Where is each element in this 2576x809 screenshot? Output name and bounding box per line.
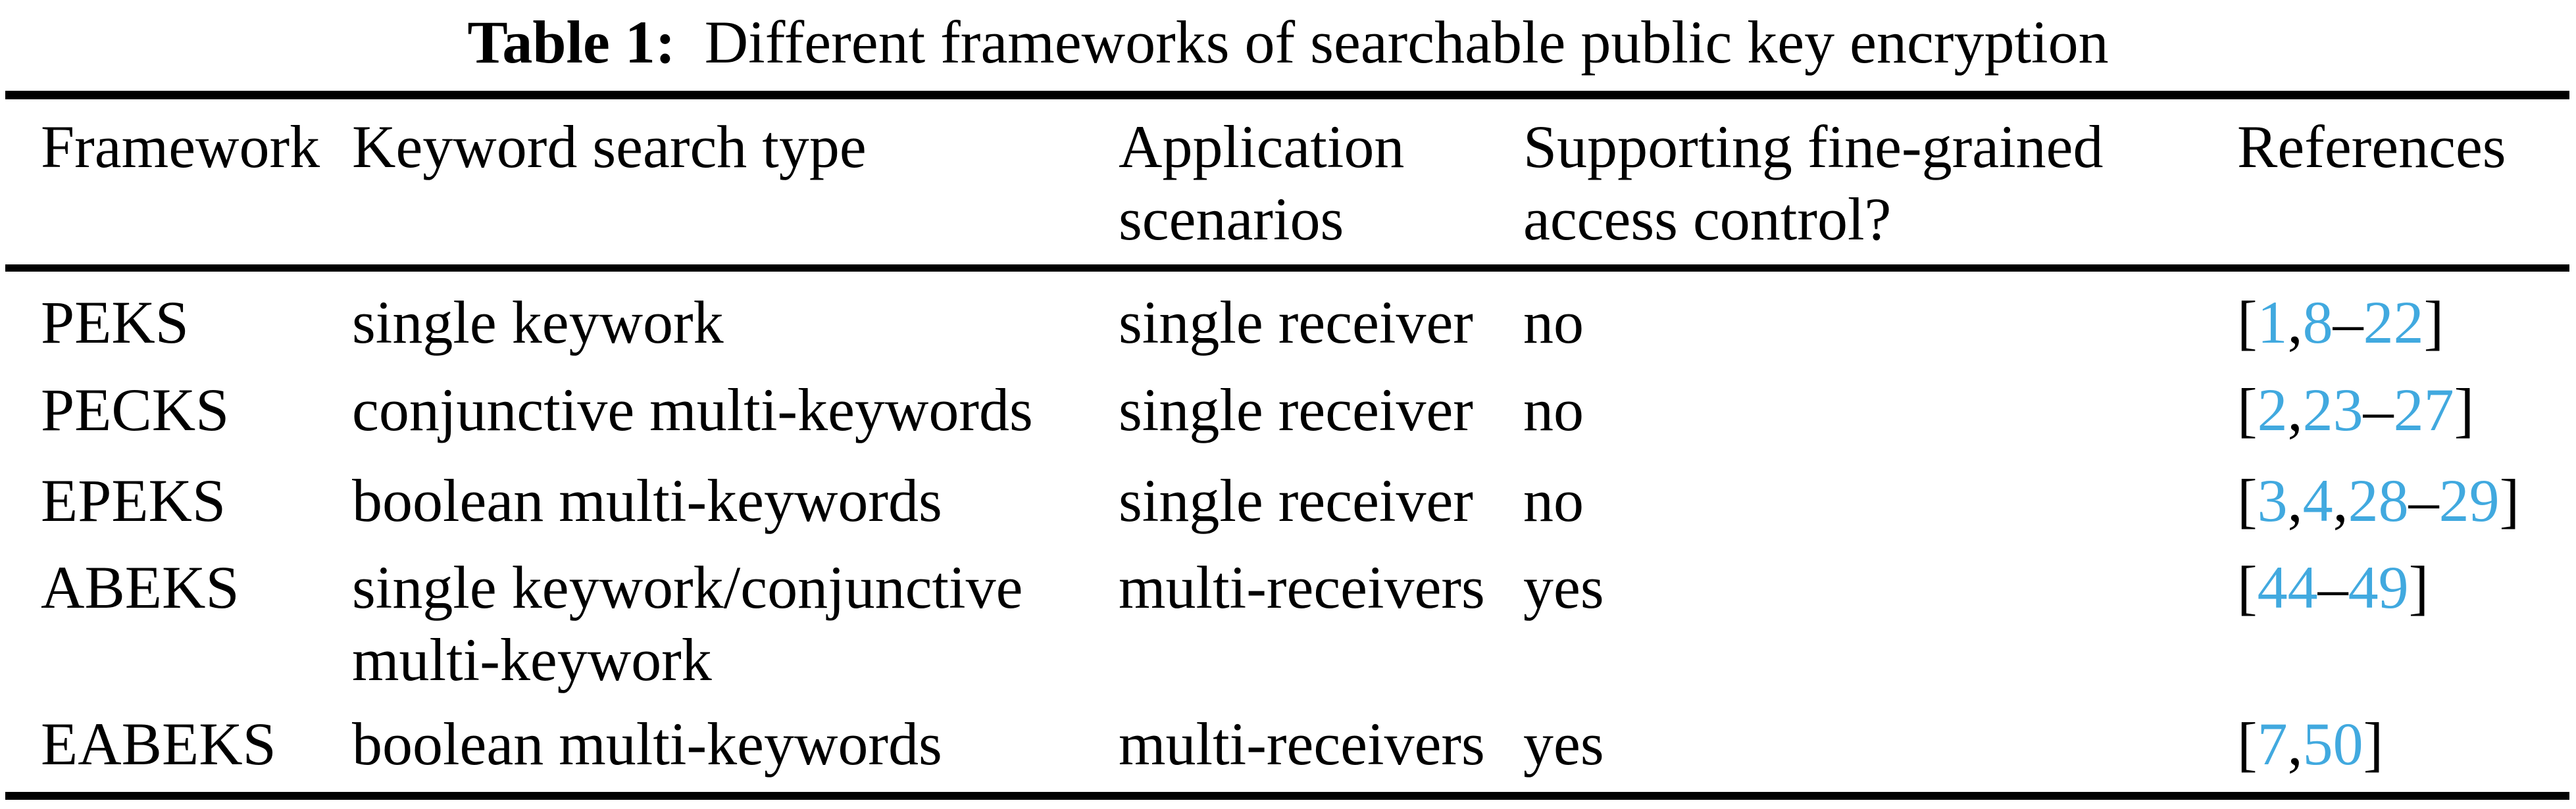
- reference-punctuation: [: [2237, 710, 2258, 777]
- reference-link[interactable]: 22: [2363, 289, 2424, 356]
- cell-keyword-search-type: single keywork: [352, 289, 724, 356]
- cell-access-control: yes: [1523, 710, 1604, 777]
- col-header-references: References: [2237, 113, 2506, 180]
- col-header-framework: Framework: [41, 113, 320, 180]
- reference-punctuation: [: [2237, 376, 2258, 443]
- cell-application-scenarios: single receiver: [1119, 467, 1473, 534]
- cell-framework: PEKS: [41, 289, 189, 356]
- table-caption-label: Table 1:: [467, 9, 676, 76]
- cell-keyword-search-type: conjunctive multi-keywords: [352, 376, 1033, 443]
- cell-references: [7,50]: [2237, 708, 2383, 780]
- cell-keyword-search-type: boolean multi-keywords: [352, 710, 942, 777]
- col-header-application-scenarios: Application scenarios: [1119, 113, 1405, 253]
- reference-punctuation: [: [2237, 467, 2258, 534]
- reference-punctuation: ,: [2287, 467, 2303, 534]
- reference-link[interactable]: 8: [2302, 289, 2333, 356]
- reference-punctuation: –: [2363, 376, 2394, 443]
- cell-references: [1,8–22]: [2237, 286, 2444, 358]
- table-caption-text: Different frameworks of searchable publi…: [704, 9, 2109, 76]
- reference-punctuation: ]: [2454, 376, 2475, 443]
- cell-application-scenarios: single receiver: [1119, 289, 1473, 356]
- cell-framework: EPEKS: [41, 467, 226, 534]
- cell-keyword-search-type: single keywork/conjunctive multi-keywork: [352, 554, 1023, 693]
- reference-link[interactable]: 49: [2348, 554, 2409, 621]
- cell-application-scenarios: multi-receivers: [1119, 710, 1485, 777]
- reference-punctuation: [: [2237, 554, 2258, 621]
- cell-access-control: no: [1523, 467, 1584, 534]
- header-rule: [5, 264, 2569, 272]
- cell-access-control: yes: [1523, 554, 1604, 621]
- cell-access-control: no: [1523, 289, 1584, 356]
- reference-punctuation: –: [2317, 554, 2348, 621]
- reference-punctuation: ]: [2363, 710, 2384, 777]
- cell-framework: ABEKS: [41, 554, 240, 621]
- cell-framework: PECKS: [41, 376, 230, 443]
- reference-punctuation: –: [2333, 289, 2363, 356]
- col-header-access-control: Supporting fine-grained access control?: [1523, 113, 2104, 253]
- cell-references: [44–49]: [2237, 551, 2429, 624]
- reference-link[interactable]: 2: [2257, 376, 2288, 443]
- reference-punctuation: ,: [2287, 710, 2303, 777]
- cell-references: [3,4,28–29]: [2237, 464, 2519, 537]
- reference-punctuation: –: [2408, 467, 2439, 534]
- reference-link[interactable]: 3: [2257, 467, 2288, 534]
- col-header-keyword-search-type: Keyword search type: [352, 113, 867, 180]
- reference-link[interactable]: 1: [2257, 289, 2288, 356]
- reference-punctuation: ]: [2408, 554, 2429, 621]
- reference-link[interactable]: 27: [2393, 376, 2454, 443]
- reference-punctuation: ,: [2333, 467, 2348, 534]
- reference-link[interactable]: 50: [2302, 710, 2363, 777]
- reference-link[interactable]: 29: [2438, 467, 2500, 534]
- reference-punctuation: ]: [2499, 467, 2520, 534]
- reference-link[interactable]: 7: [2257, 710, 2288, 777]
- cell-references: [2,23–27]: [2237, 374, 2474, 446]
- reference-link[interactable]: 4: [2302, 467, 2333, 534]
- bottom-rule: [5, 792, 2569, 800]
- reference-punctuation: [: [2237, 289, 2258, 356]
- cell-application-scenarios: single receiver: [1119, 376, 1473, 443]
- cell-access-control: no: [1523, 376, 1584, 443]
- reference-punctuation: ,: [2287, 289, 2303, 356]
- reference-punctuation: ,: [2287, 376, 2303, 443]
- top-rule: [5, 91, 2569, 99]
- table-caption: Table 1: Different frameworks of searchab…: [0, 4, 2576, 80]
- reference-punctuation: ]: [2423, 289, 2444, 356]
- cell-framework: EABEKS: [41, 710, 276, 777]
- reference-link[interactable]: 28: [2348, 467, 2409, 534]
- cell-application-scenarios: multi-receivers: [1119, 554, 1485, 621]
- reference-link[interactable]: 23: [2302, 376, 2363, 443]
- reference-link[interactable]: 44: [2257, 554, 2318, 621]
- cell-keyword-search-type: boolean multi-keywords: [352, 467, 942, 534]
